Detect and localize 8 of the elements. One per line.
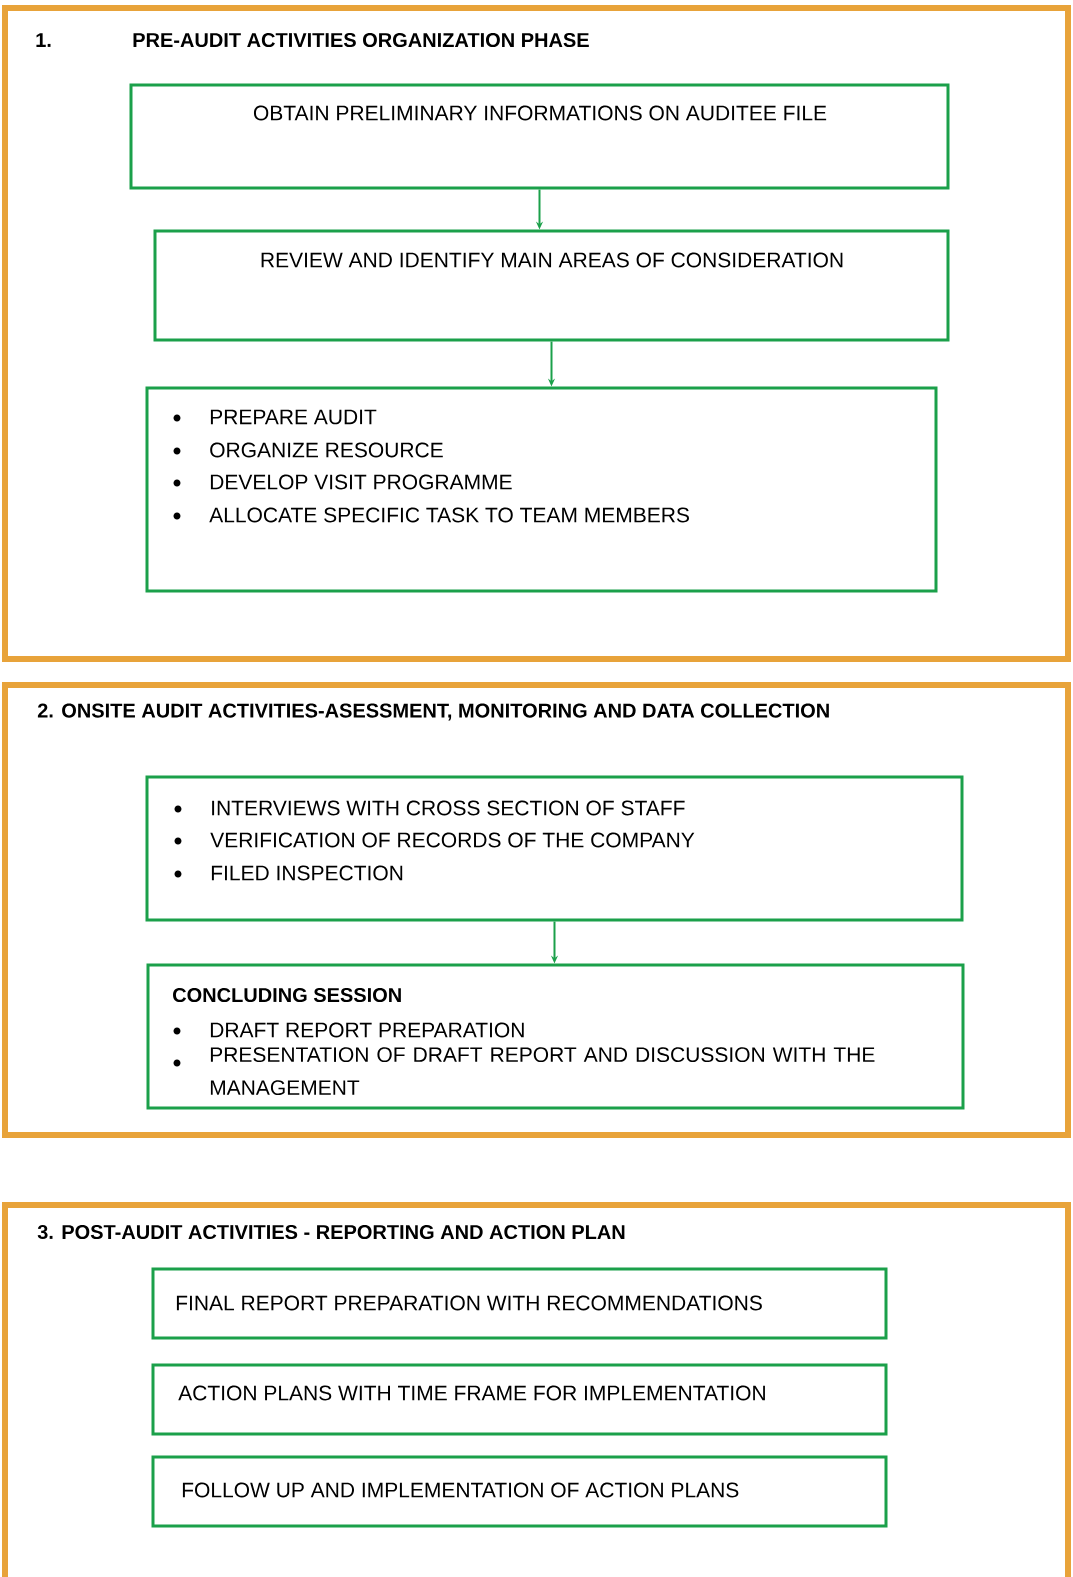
step-box: OBTAIN PRELIMINARY INFORMATIONS ON AUDITEE FILE xyxy=(129,83,950,190)
step-box: CONCLUDING SESSION DRAFT REPORT PREPARATION PRESENTATION OF DRAFT REPORT AND DISCUSSION WITH THE MANAGEMENT xyxy=(146,963,965,1110)
step-box: INTERVIEWS WITH CROSS SECTION OF STAFF VERIFICATION OF RECORDS OF THE COMPANY FILED INSPECTION xyxy=(145,775,964,922)
step-box: REVIEW AND IDENTIFY MAIN AREAS OF CONSIDERATION xyxy=(153,229,950,342)
step-box: FINAL REPORT PREPARATION WITH RECOMMENDATIONS xyxy=(151,1267,888,1340)
step-box: FOLLOW UP AND IMPLEMENTATION OF ACTION PLANS xyxy=(151,1455,888,1528)
step-box: PREPARE AUDIT ORGANIZE RESOURCE DEVELOP VISIT PROGRAMME ALLOCATE SPECIFIC TASK TO TEAM MEMBERS xyxy=(145,386,938,593)
step-box: ACTION PLANS WITH TIME FRAME FOR IMPLEMENTATION xyxy=(151,1363,888,1436)
